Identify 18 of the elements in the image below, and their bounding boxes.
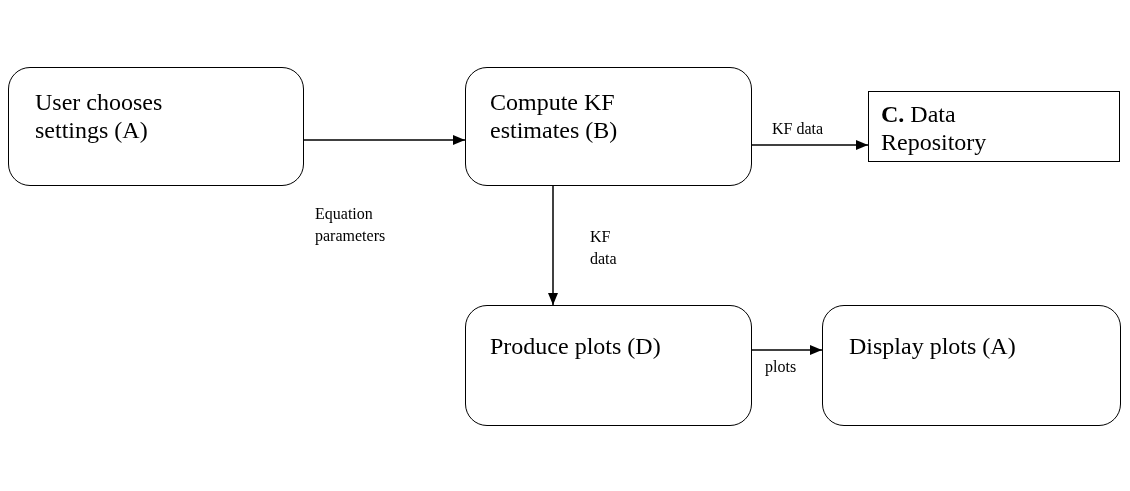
- edge-label: KF data: [772, 119, 825, 139]
- arrow: [303, 135, 466, 145]
- box-text: C. Data Repository: [881, 100, 988, 156]
- arrow: [548, 185, 558, 306]
- edge-label: plots: [765, 357, 798, 378]
- arrow: [751, 140, 869, 150]
- box-text: Produce plots (D): [490, 332, 662, 360]
- box-text: User chooses settings (A): [35, 88, 164, 144]
- process-box: [8, 67, 304, 186]
- box-text: Compute KF estimates (B): [490, 88, 619, 144]
- process-box: [465, 67, 752, 186]
- edge-label: Equation parameters: [315, 204, 387, 247]
- arrow: [751, 345, 823, 355]
- edge-label: KF data: [590, 227, 618, 269]
- process-box: [822, 305, 1121, 426]
- process-box: [868, 91, 1120, 162]
- process-box: [465, 305, 752, 426]
- box-text: Display plots (A): [849, 332, 1017, 360]
